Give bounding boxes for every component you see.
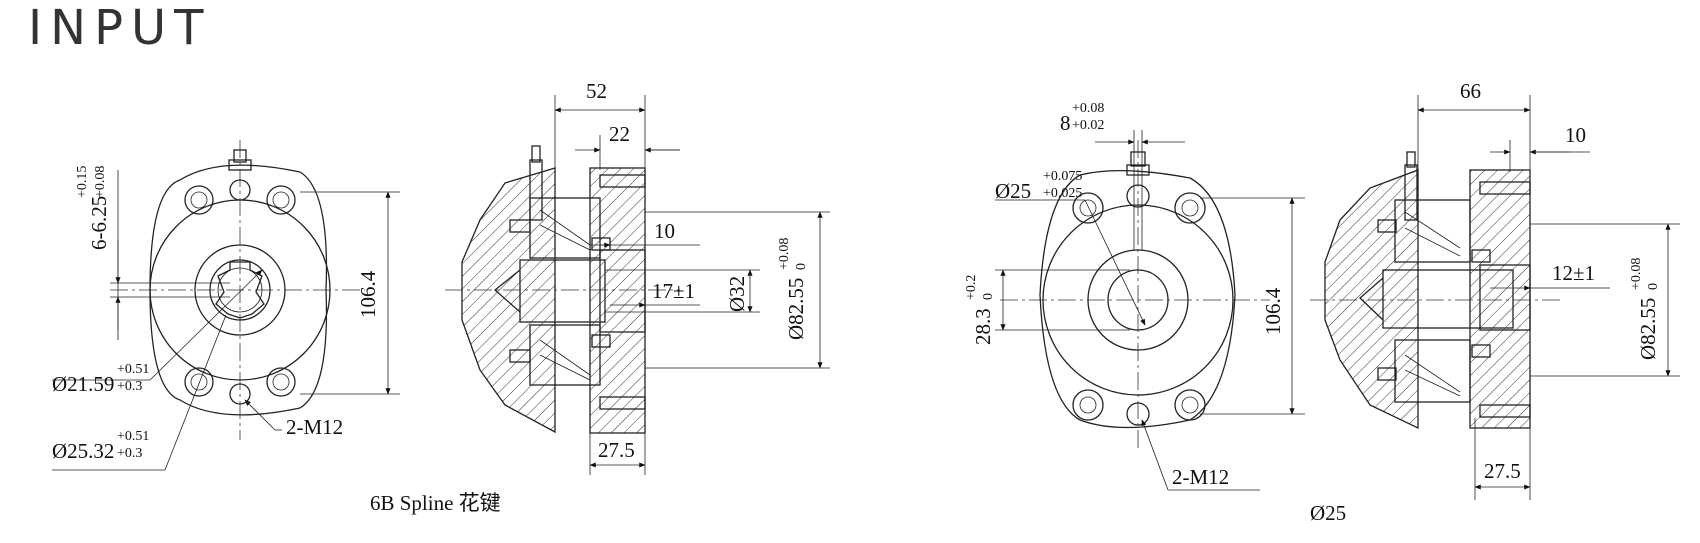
left-major-dia-upper: +0.51 — [117, 429, 149, 444]
right-threads-label: 2-M12 — [1172, 465, 1229, 489]
left-minor-dia-dim: Ø21.59 — [52, 372, 114, 396]
left-spline-width-lower: +0.08 — [93, 166, 108, 198]
right-key-width-upper: +0.08 — [1072, 101, 1104, 116]
left-threads-label: 2-M12 — [286, 415, 343, 439]
right-key-height-lower: 0 — [981, 293, 996, 300]
right-len-total-dim: 66 — [1460, 79, 1481, 103]
left-pilot-dia-lower: 0 — [794, 263, 809, 270]
right-shaft-dia-lower: +0.025 — [1043, 186, 1082, 201]
left-minor-dia-lower: +0.3 — [117, 379, 142, 394]
left-len-10-dim: 10 — [654, 219, 675, 243]
left-dia-32-dim: Ø32 — [725, 276, 749, 312]
left-pilot-dia-upper: +0.08 — [777, 238, 792, 270]
right-len-10-dim: 10 — [1565, 123, 1586, 147]
left-major-dia-lower: +0.3 — [117, 446, 142, 461]
right-front-view — [995, 130, 1305, 491]
left-major-dia-dim: Ø25.32 — [52, 439, 114, 463]
right-shaft-dia-dim: Ø25 — [995, 179, 1031, 203]
left-flange-dim: 27.5 — [598, 438, 635, 462]
right-pilot-dia-dim: Ø82.55 — [1636, 298, 1660, 360]
right-len-12-dim: 12±1 — [1552, 261, 1595, 285]
left-len-total-dim: 52 — [586, 79, 607, 103]
right-flange-dim: 27.5 — [1484, 459, 1521, 483]
right-pilot-dia-lower: 0 — [1646, 283, 1661, 290]
left-height-dim: 106.4 — [356, 270, 380, 318]
page-heading: INPUT — [28, 0, 212, 56]
left-minor-dia-upper: +0.51 — [117, 362, 149, 377]
left-len-22-dim: 22 — [609, 122, 630, 146]
left-caption: 6B Spline 花键 — [370, 491, 501, 515]
right-key-width-lower: +0.02 — [1072, 118, 1104, 133]
right-key-height-upper: +0.2 — [964, 275, 979, 300]
right-key-width-dim: 8 — [1060, 111, 1071, 135]
left-pilot-dia-dim: Ø82.55 — [784, 278, 808, 340]
right-section-view — [1310, 95, 1680, 500]
right-caption: Ø25 — [1310, 501, 1346, 525]
left-spline-width-dim: 6-6.25 — [87, 196, 111, 250]
right-height-dim: 106.4 — [1261, 287, 1285, 335]
left-len-17-dim: 17±1 — [652, 279, 695, 303]
right-shaft-dia-upper: +0.075 — [1043, 169, 1082, 184]
left-section-view — [445, 95, 830, 475]
left-spline-width-upper: +0.15 — [75, 166, 90, 198]
left-front-view — [52, 140, 400, 471]
right-key-height-dim: 28.3 — [971, 308, 995, 345]
right-pilot-dia-upper: +0.08 — [1629, 258, 1644, 290]
